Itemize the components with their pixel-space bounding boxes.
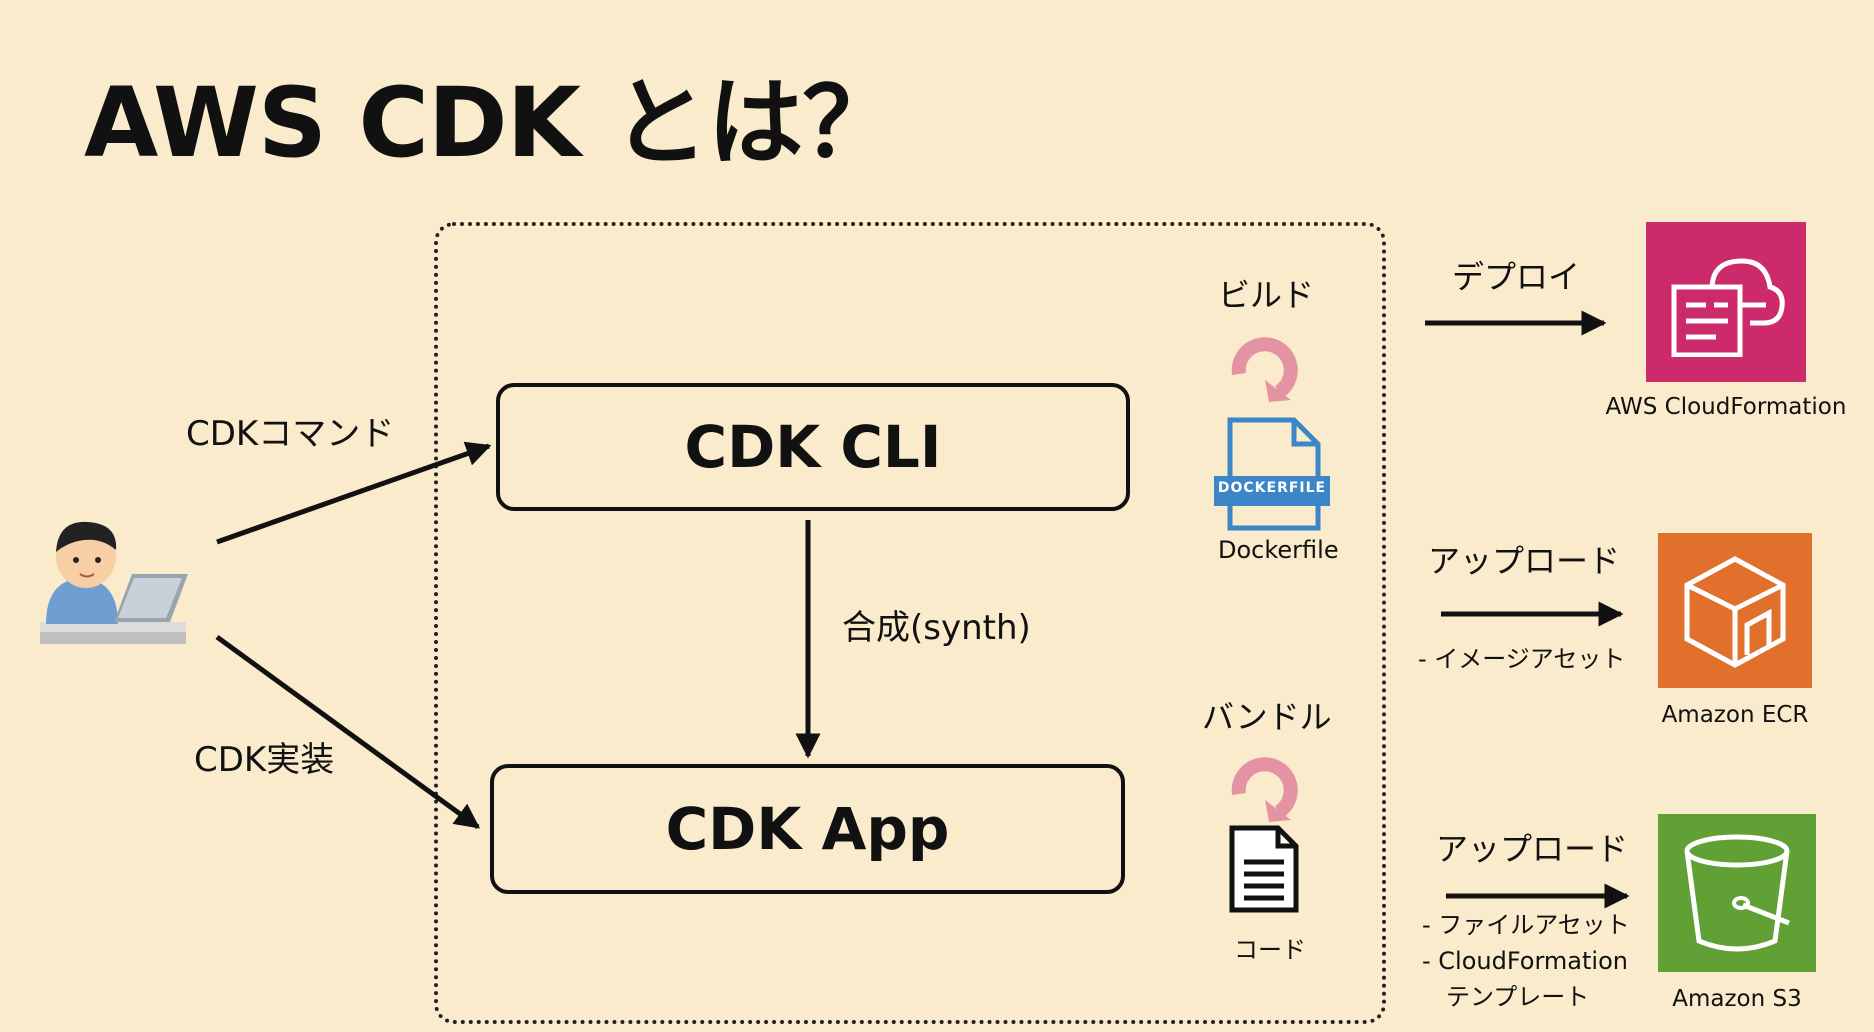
build-label: ビルド <box>1218 276 1315 314</box>
command-label: CDKコマンド <box>186 414 395 454</box>
cdk-app-node: CDK App <box>490 764 1125 894</box>
command-arrow <box>216 441 492 545</box>
deploy-label: デプロイ <box>1452 258 1581 296</box>
s3-note-1: - ファイルアセット <box>1422 911 1630 939</box>
ecr-label: Amazon ECR <box>1661 702 1809 728</box>
implement-arrow <box>215 634 481 830</box>
dockerfile-badge: DOCKERFILE <box>1217 480 1327 496</box>
code-document-icon <box>1228 824 1300 914</box>
s3-note-3: テンプレート <box>1446 983 1590 1011</box>
dockerfile-icon: DOCKERFILE <box>1212 416 1332 532</box>
bundle-cycle-icon <box>1225 750 1303 822</box>
cloudformation-label: AWS CloudFormation <box>1605 394 1847 420</box>
code-label: コード <box>1234 936 1306 964</box>
s3-bucket-icon <box>1658 814 1816 972</box>
s3-note-2: - CloudFormation <box>1422 947 1628 975</box>
slide-title: AWS CDK とは？ <box>84 67 898 179</box>
cdk-cli-node: CDK CLI <box>496 383 1130 511</box>
bundle-label: バンドル <box>1202 698 1332 736</box>
dockerfile-label: Dockerfile <box>1218 536 1339 564</box>
s3-upload-label: アップロード <box>1436 830 1629 868</box>
ecr-upload-label: アップロード <box>1428 542 1621 580</box>
synth-label: 合成(synth) <box>842 608 1031 648</box>
cdk-toolkit-boundary <box>434 222 1386 1024</box>
cloudformation-icon <box>1646 222 1806 382</box>
user-at-laptop-icon <box>36 512 190 652</box>
implement-label: CDK実装 <box>194 740 335 780</box>
s3-label: Amazon S3 <box>1672 986 1802 1012</box>
build-cycle-icon <box>1225 330 1303 402</box>
ecr-note-1: - イメージアセット <box>1418 645 1626 673</box>
ecr-icon <box>1658 533 1812 688</box>
